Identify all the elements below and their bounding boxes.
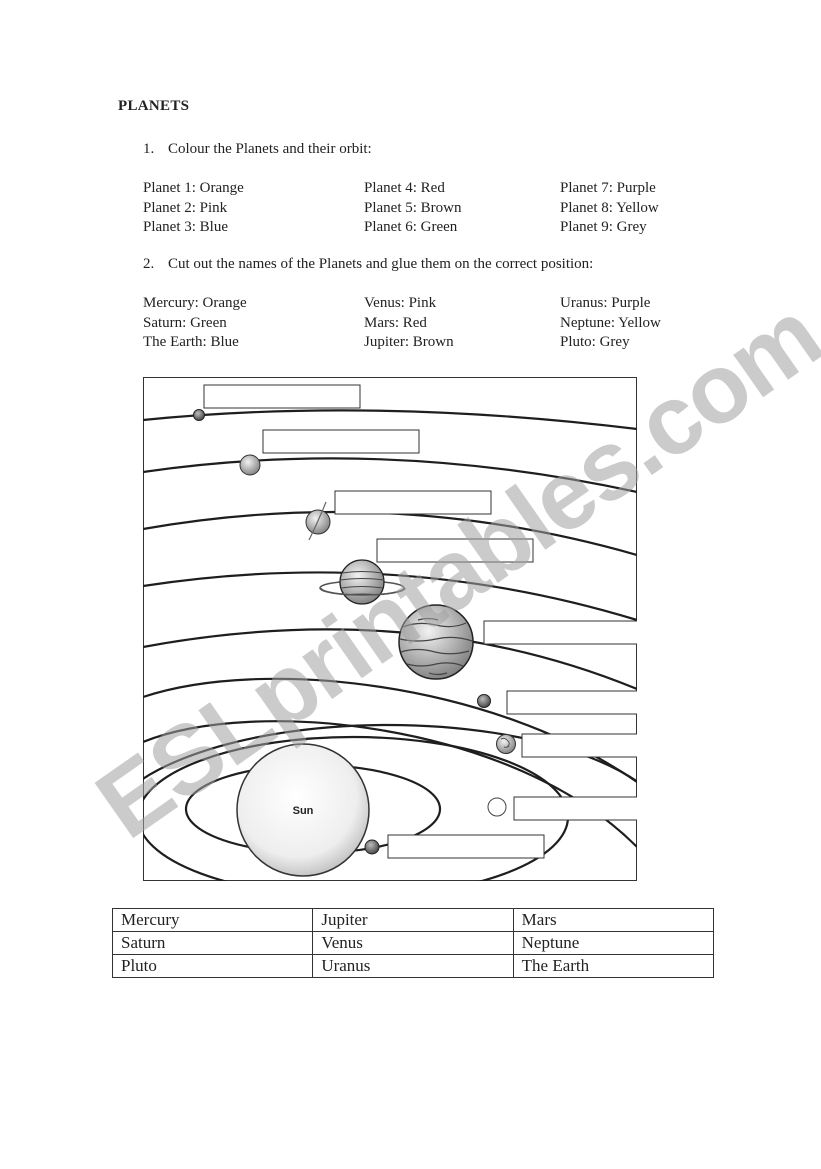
label-box-6[interactable]: [376, 538, 534, 563]
sun-label: Sun: [293, 805, 314, 817]
sun-icon: Sun: [236, 743, 370, 877]
planet-4-icon: [477, 694, 491, 708]
orbit-line: [143, 723, 637, 783]
name-colour-item: Mercury: Orange: [143, 295, 247, 311]
name-cell[interactable]: Neptune: [512, 931, 715, 955]
planet-colour-item: Planet 8: Yellow: [560, 199, 659, 216]
planet-colour-item: Planet 7: Purple: [560, 180, 656, 196]
planet-colour-item: Planet 9: Grey: [560, 219, 647, 235]
name-colour-column-3: Uranus: Purple Neptune: Yellow Pluto: Gr…: [560, 294, 661, 353]
planet-1-icon: [364, 839, 380, 855]
page-title: PLANETS: [118, 98, 190, 114]
planet-colour-column-3: Planet 7: Purple Planet 8: Yellow Planet…: [560, 179, 659, 238]
label-box-5[interactable]: [483, 620, 637, 645]
question-2-text: Cut out the names of the Planets and glu…: [168, 256, 594, 272]
orbit-line: [143, 571, 637, 622]
name-colour-item: Pluto: Grey: [560, 334, 630, 350]
label-box-4[interactable]: [506, 690, 637, 715]
planet-8-icon: [239, 454, 261, 476]
name-cell[interactable]: The Earth: [512, 954, 715, 978]
question-1: 1. Colour the Planets and their orbit:: [143, 141, 372, 158]
planet-colour-item: Planet 1: Orange: [143, 180, 244, 196]
question-2: 2. Cut out the names of the Planets and g…: [143, 256, 593, 273]
table-row: Pluto Uranus The Earth: [111, 954, 715, 978]
name-cell[interactable]: Uranus: [312, 954, 514, 978]
name-cell[interactable]: Saturn: [111, 931, 314, 955]
label-box-3[interactable]: [521, 733, 637, 758]
name-colour-column-2: Venus: Pink Mars: Red Jupiter: Brown: [364, 294, 454, 353]
planet-colour-item: Planet 4: Red: [364, 180, 445, 196]
planet-colour-item: Planet 6: Green: [364, 219, 458, 235]
name-colour-column-1: Mercury: Orange Saturn: Green The Earth:…: [143, 294, 247, 353]
solar-system-diagram: Sun: [143, 377, 637, 881]
question-1-number: 1.: [143, 141, 155, 157]
planet-2-icon: [487, 797, 507, 817]
orbit-line: [143, 457, 637, 494]
name-cell[interactable]: Mercury: [111, 908, 314, 932]
name-cell[interactable]: Venus: [312, 931, 514, 955]
name-colour-item: The Earth: Blue: [143, 334, 239, 350]
label-box-9[interactable]: [203, 384, 361, 409]
name-colour-item: Saturn: Green: [143, 314, 227, 331]
table-row: Saturn Venus Neptune: [111, 931, 715, 955]
name-cell[interactable]: Mars: [512, 908, 715, 932]
name-cell[interactable]: Jupiter: [312, 908, 514, 932]
label-box-2[interactable]: [513, 796, 637, 821]
label-box-7[interactable]: [334, 490, 492, 515]
name-colour-item: Uranus: Purple: [560, 295, 651, 311]
planet-colour-item: Planet 5: Brown: [364, 199, 462, 216]
planet-name-cutout-table: Mercury Jupiter Mars Saturn Venus Neptun…: [111, 908, 715, 978]
name-colour-item: Neptune: Yellow: [560, 314, 661, 331]
planet-6-icon: [319, 559, 406, 605]
planet-3-icon: [496, 734, 516, 754]
name-colour-item: Jupiter: Brown: [364, 334, 454, 350]
planet-colour-column-1: Planet 1: Orange Planet 2: Pink Planet 3…: [143, 179, 244, 238]
planet-colour-item: Planet 2: Pink: [143, 199, 228, 216]
table-row: Mercury Jupiter Mars: [111, 908, 715, 932]
planet-9-icon: [193, 409, 205, 421]
orbit-line: [143, 409, 637, 431]
question-2-number: 2.: [143, 256, 155, 272]
label-box-8[interactable]: [262, 429, 420, 454]
name-cell[interactable]: Pluto: [111, 954, 314, 978]
planet-colour-item: Planet 3: Blue: [143, 219, 228, 235]
question-1-text: Colour the Planets and their orbit:: [168, 141, 372, 157]
name-colour-item: Mars: Red: [364, 314, 427, 331]
planet-7-icon: [305, 501, 331, 541]
planet-5-icon: [398, 604, 474, 680]
planet-colour-column-2: Planet 4: Red Planet 5: Brown Planet 6: …: [364, 179, 462, 238]
label-box-1[interactable]: [387, 834, 545, 859]
name-colour-item: Venus: Pink: [364, 295, 437, 311]
